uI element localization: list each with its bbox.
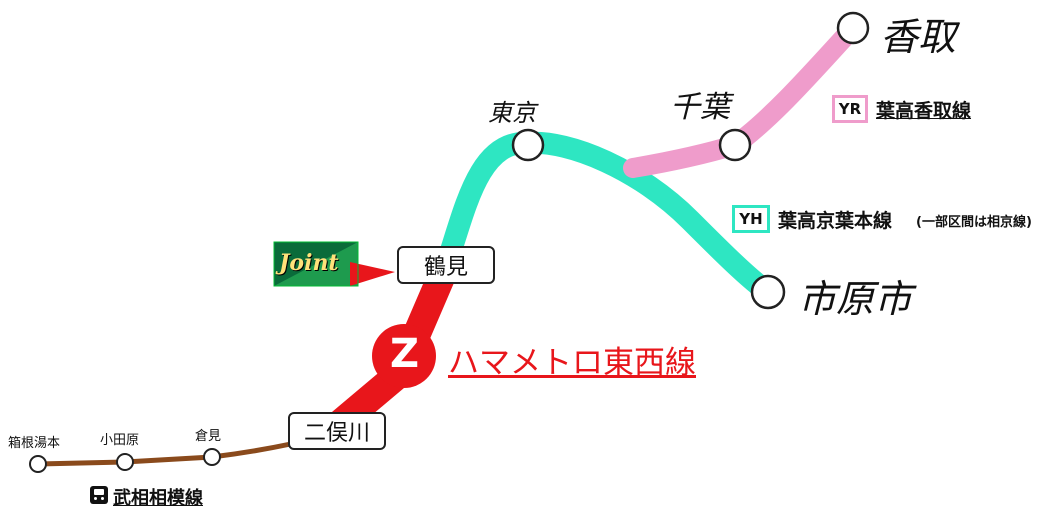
yr-line-name[interactable]: 葉高香取線 bbox=[876, 100, 972, 122]
station-marker-kurami[interactable] bbox=[203, 448, 221, 466]
station-label-kurami: 倉見 bbox=[195, 429, 222, 444]
station-label-hakoneyumoto: 箱根湯本 bbox=[8, 436, 61, 451]
station-box-futamatagawa[interactable]: 二俣川 bbox=[288, 412, 386, 450]
yh-line-name[interactable]: 葉高京葉本線 bbox=[778, 210, 893, 232]
yh-line-badge-text: YH bbox=[739, 210, 763, 228]
station-marker-odawara[interactable] bbox=[116, 453, 134, 471]
station-label-tokyo: 東京 bbox=[488, 99, 536, 127]
z-line-badge-circle bbox=[372, 324, 436, 388]
z-line-badge: Z bbox=[390, 331, 420, 377]
yh-line-badge: YH bbox=[732, 205, 770, 233]
station-marker-ichihara[interactable] bbox=[750, 274, 786, 310]
busou-line-path bbox=[35, 432, 333, 467]
station-label-odawara: 小田原 bbox=[100, 433, 140, 448]
yr-line-badge: YR bbox=[832, 95, 868, 123]
yh-line-note: (一部区間は相京線) bbox=[916, 215, 1032, 230]
station-label-tsurumi: 鶴見 bbox=[423, 255, 468, 280]
station-marker-tokyo[interactable] bbox=[511, 128, 545, 162]
yr-line-badge-text: YR bbox=[838, 100, 862, 118]
station-marker-katori[interactable] bbox=[836, 11, 870, 45]
station-marker-hakoneyumoto[interactable] bbox=[29, 455, 47, 473]
station-label-ichihara: 市原市 bbox=[798, 277, 913, 321]
joint-logo bbox=[273, 241, 395, 287]
station-label-chiba: 千葉 bbox=[670, 90, 730, 125]
station-label-katori: 香取 bbox=[880, 15, 957, 59]
station-label-futamatagawa: 二俣川 bbox=[303, 421, 370, 446]
yh-line-path bbox=[435, 131, 779, 303]
station-marker-chiba[interactable] bbox=[718, 128, 752, 162]
station-box-tsurumi[interactable]: 鶴見 bbox=[397, 246, 495, 284]
busou-line-name[interactable]: 武相相模線 bbox=[113, 488, 203, 509]
z-line-name[interactable]: ハマメトロ東西線 bbox=[448, 345, 696, 381]
train-icon bbox=[90, 486, 108, 504]
joint-logo-text: Joint bbox=[279, 250, 339, 276]
